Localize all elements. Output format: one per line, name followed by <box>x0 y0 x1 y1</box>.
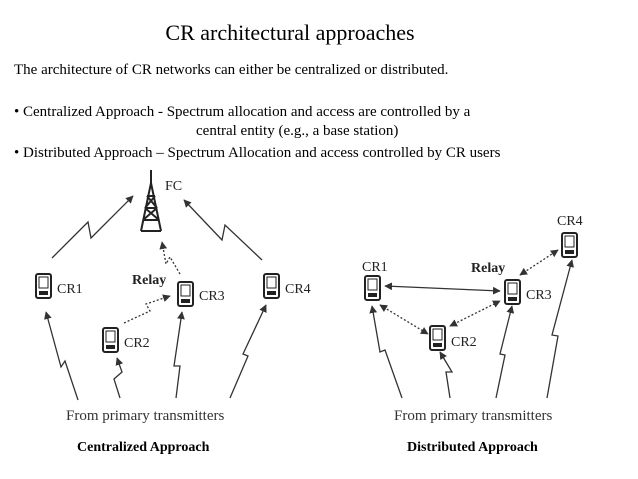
fc-label: FC <box>165 179 182 194</box>
primary-ray-d-cr3 <box>495 305 515 399</box>
primary-ray-cr1 <box>44 311 79 401</box>
relay-link-cr3-fc <box>159 241 181 275</box>
primary-ray-cr2 <box>113 357 124 399</box>
d-source-label: From primary transmitters <box>394 408 552 424</box>
primary-ray-d-cr1 <box>369 305 403 399</box>
centralized-caption: Centralized Approach <box>77 440 210 455</box>
phone-icon-cr3 <box>177 281 194 307</box>
relay-link-cr3-cr4 <box>519 249 559 276</box>
phone-icon-cr1 <box>35 273 52 299</box>
bullet-centralized-continuation: central entity (e.g., a base station) <box>196 123 399 139</box>
d-cr2-label: CR2 <box>451 335 477 350</box>
slide-title: CR architectural approaches <box>165 20 415 45</box>
primary-ray-cr4 <box>229 304 267 399</box>
tower-icon <box>140 170 162 232</box>
c-cr2-label: CR2 <box>124 336 150 351</box>
phone-icon-d-cr4 <box>561 232 578 258</box>
primary-ray-d-cr2 <box>439 351 454 399</box>
phone-icon-cr2 <box>102 327 119 353</box>
c-cr4-label: CR4 <box>285 282 311 297</box>
link-cr4-fc <box>183 199 263 261</box>
c-relay-label: Relay <box>132 273 166 288</box>
d-cr4-label: CR4 <box>557 214 583 229</box>
relay-link-cr2-cr3 <box>449 300 501 327</box>
bullet-distributed: • Distributed Approach – Spectrum Alloca… <box>14 145 501 161</box>
phone-icon-d-cr1 <box>364 275 381 301</box>
c-cr3-label: CR3 <box>199 289 225 304</box>
link-cr1-fc <box>51 195 134 259</box>
d-cr1-label: CR1 <box>362 260 388 275</box>
centralized-diagram: FC CR1 CR2 CR3 CR4 Relay From primary tr… <box>35 170 311 455</box>
intro-text: The architecture of CR networks can eith… <box>14 62 449 78</box>
distributed-diagram: CR1 CR2 CR3 CR4 Relay From primary trans… <box>362 214 583 455</box>
c-cr1-label: CR1 <box>57 282 83 297</box>
phone-icon-d-cr3 <box>504 279 521 305</box>
relay-link-cr1-cr2 <box>379 304 429 335</box>
bullet-centralized: • Centralized Approach - Spectrum alloca… <box>14 104 471 120</box>
relay-link-cr2-cr3 <box>123 294 171 324</box>
phone-icon-d-cr2 <box>429 325 446 351</box>
distributed-caption: Distributed Approach <box>407 440 538 455</box>
d-relay-label: Relay <box>471 261 505 276</box>
primary-ray-d-cr4 <box>546 259 574 399</box>
primary-ray-cr3 <box>173 311 185 399</box>
d-cr3-label: CR3 <box>526 288 552 303</box>
c-source-label: From primary transmitters <box>66 408 224 424</box>
link-cr1-cr3 <box>384 282 501 295</box>
phone-icon-cr4 <box>263 273 280 299</box>
